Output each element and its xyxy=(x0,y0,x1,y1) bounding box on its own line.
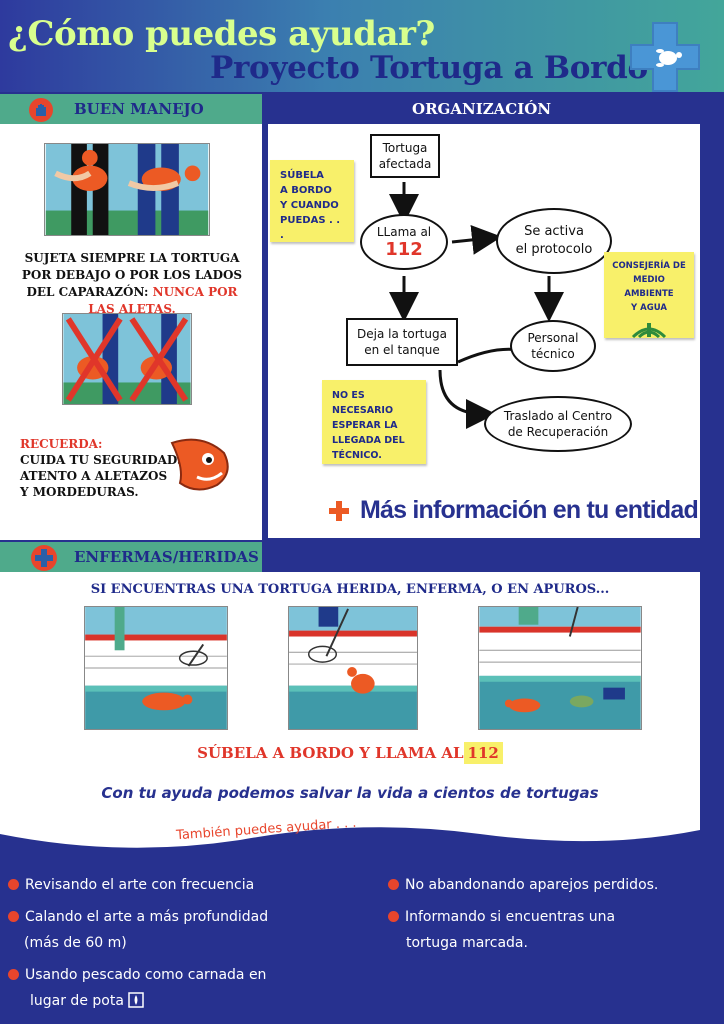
emergency-number-highlight: 112 xyxy=(463,742,503,764)
sticky-text: A BORDO xyxy=(280,185,332,196)
flow-node-text: LLama al xyxy=(376,225,432,239)
enfermas-bar-right xyxy=(262,542,724,572)
recuerda-title: RECUERDA: xyxy=(20,437,103,451)
recuerda-box: RECUERDA: CUIDA TU SEGURIDAD. ATENTO A A… xyxy=(20,436,181,500)
flow-node-tortuga-afectada: Tortuga afectada xyxy=(370,134,440,178)
rescue-step-2-illustration xyxy=(288,606,418,730)
flow-node-deja-tanque: Deja la tortuga en el tanque xyxy=(346,318,458,366)
bullet-icon xyxy=(8,911,19,922)
sticky-text: CONSEJERÍA DE xyxy=(612,261,686,271)
tip-item-continuation: tortuga marcada. xyxy=(406,935,528,951)
recuerda-line: Y MORDEDURAS. xyxy=(20,485,139,499)
header-banner xyxy=(0,0,724,92)
squid-icon xyxy=(128,992,145,1008)
sticky-text: Y AGUA xyxy=(631,303,667,313)
subela-text: SÚBELA A BORDO Y LLAMA AL xyxy=(197,744,464,762)
flow-node-text: en el tanque xyxy=(364,343,440,357)
plus-icon xyxy=(329,500,349,521)
cross-turtle-icon xyxy=(630,22,700,92)
tip-list-right: No abandonando aparejos perdidos. Inform… xyxy=(388,872,658,956)
sticky-text: PUEDAS . . . xyxy=(280,215,341,241)
flow-node-text: Traslado al Centro xyxy=(503,409,613,423)
flow-node-text: Personal xyxy=(527,331,579,345)
sticky-text: SÚBELA xyxy=(280,170,324,181)
flow-node-llama-112: LLama al 112 xyxy=(360,214,448,270)
wave-divider xyxy=(0,800,700,848)
sticky-text: LLEGADA DEL xyxy=(332,435,405,446)
emergency-number: 112 xyxy=(385,239,423,260)
flow-node-personal-tecnico: Personal técnico xyxy=(510,320,596,372)
medical-cross-icon xyxy=(31,545,57,571)
enfermas-intro: SI ENCUENTRAS UNA TORTUGA HERIDA, ENFERM… xyxy=(90,582,610,597)
rescue-step-3-illustration xyxy=(478,606,642,730)
tip-item: Calando el arte a más profundidad xyxy=(8,904,268,930)
flow-node-text: afectada xyxy=(378,157,432,171)
project-title: Proyecto Tortuga a Bordo xyxy=(210,50,648,86)
bullet-icon xyxy=(388,879,399,890)
hand-icon xyxy=(29,98,53,122)
flow-node-protocolo: Se activa el protocolo xyxy=(496,208,612,274)
tip-item: Informando si encuentras una xyxy=(388,904,658,930)
tip-item: No abandonando aparejos perdidos. xyxy=(388,872,658,898)
flow-node-text: el protocolo xyxy=(515,242,593,257)
page-title: ¿Cómo puedes ayudar? xyxy=(8,14,435,54)
subela-line: SÚBELA A BORDO Y LLAMA AL 112 xyxy=(0,742,700,764)
sticky-text: NO ES NECESARIO xyxy=(332,390,394,416)
correct-handling-illustration xyxy=(44,143,210,236)
bullet-icon xyxy=(388,911,399,922)
handling-instruction: SUJETA SIEMPRE LA TORTUGA POR DEBAJO O P… xyxy=(21,251,243,316)
mas-info-line: Más información en tu entidad xyxy=(328,496,699,525)
handling-warning: NUNCA POR LAS ALETAS. xyxy=(88,285,238,316)
flow-node-text: Se activa xyxy=(524,224,584,239)
junta-logo-icon xyxy=(631,323,667,339)
bullet-icon xyxy=(8,969,19,980)
flow-node-text: Tortuga xyxy=(382,141,428,155)
tip-list-left: Revisando el arte con frecuencia Calando… xyxy=(8,872,268,1014)
rescue-step-1-illustration xyxy=(84,606,228,730)
recuerda-line: ATENTO A ALETAZOS xyxy=(20,469,168,483)
sticky-note-no-necesario: NO ES NECESARIO ESPERAR LA LLEGADA DEL T… xyxy=(322,380,426,464)
sticky-text: ESPERAR LA xyxy=(332,420,398,431)
flow-node-text: técnico xyxy=(531,347,575,361)
tip-item-continuation: (más de 60 m) xyxy=(24,935,127,951)
turtle-head-icon xyxy=(170,438,229,491)
flow-node-text: Deja la tortuga xyxy=(357,327,447,341)
tip-item: Revisando el arte con frecuencia xyxy=(8,872,268,898)
incorrect-handling-illustration xyxy=(62,313,192,405)
tip-item-continuation: lugar de pota xyxy=(8,988,268,1014)
mas-info-text: Más información en tu entidad xyxy=(360,496,699,524)
flow-node-text: de Recuperación xyxy=(507,425,609,439)
organizacion-title: ORGANIZACIÓN xyxy=(412,100,552,118)
sticky-note-subela: SÚBELA A BORDO Y CUANDO PUEDAS . . . xyxy=(270,160,354,242)
tip-item: Usando pescado como carnada en xyxy=(8,962,268,988)
flow-node-traslado: Traslado al Centro de Recuperación xyxy=(484,396,632,452)
sticky-text: MEDIO AMBIENTE xyxy=(624,275,674,299)
sticky-note-consejeria: CONSEJERÍA DE MEDIO AMBIENTE Y AGUA xyxy=(604,252,694,339)
recuerda-line: CUIDA TU SEGURIDAD. xyxy=(20,453,182,467)
enfermas-title: ENFERMAS/HERIDAS xyxy=(74,548,259,566)
bullet-icon xyxy=(8,879,19,890)
organizacion-bar xyxy=(262,94,724,124)
buen-manejo-title: BUEN MANEJO xyxy=(74,100,204,118)
sticky-text: Y CUANDO xyxy=(280,200,339,211)
con-tu-ayuda-text: Con tu ayuda podemos salvar la vida a ci… xyxy=(101,784,599,802)
sticky-text: TÉCNICO. xyxy=(332,450,382,461)
